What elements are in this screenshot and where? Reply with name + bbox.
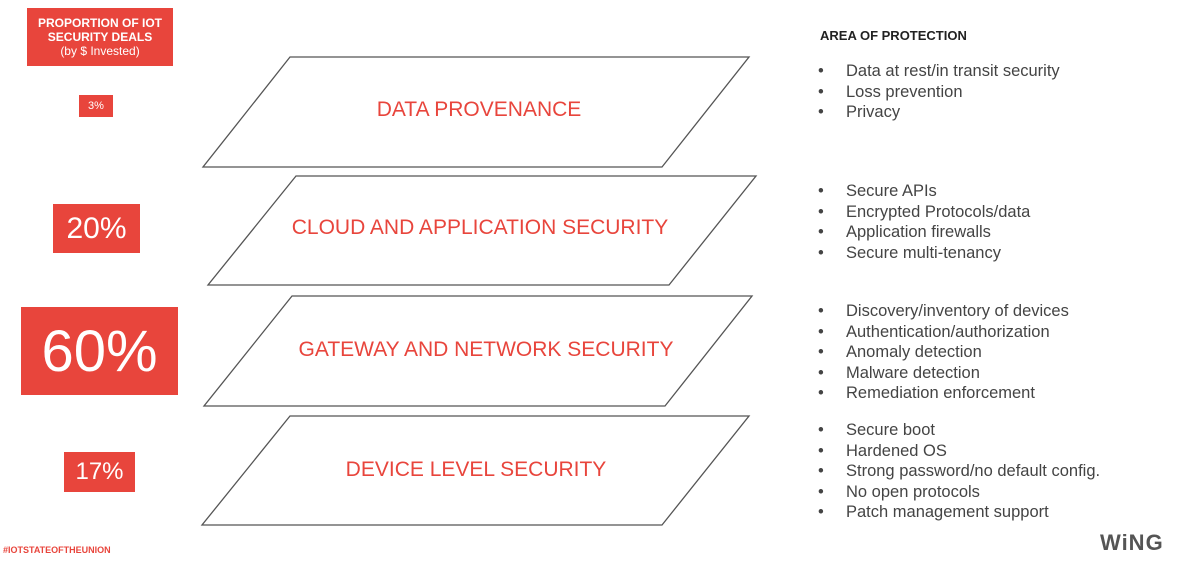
bullet-dot: • xyxy=(818,343,824,361)
protection-bullet-item: • Anomaly detection xyxy=(818,342,1069,363)
bullet-dot: • xyxy=(818,103,824,121)
bullet-list-gateway-network: • Discovery/inventory of devices • Authenti… xyxy=(818,301,1069,404)
layer-label-gateway-network: GATEWAY AND NETWORK SECURITY xyxy=(298,338,674,361)
wing-logo: WiNG xyxy=(1100,530,1164,555)
layer-shape-device-level xyxy=(200,415,751,526)
protection-bullet-item: • Hardened OS xyxy=(818,441,1100,462)
bullet-text: Malware detection xyxy=(846,363,980,382)
layer-label-cloud-application: CLOUD AND APPLICATION SECURITY xyxy=(291,216,669,239)
bullet-text: Privacy xyxy=(846,103,901,121)
protection-bullet-item: • Secure multi-tenancy xyxy=(818,243,1030,264)
bullet-text: Authentication/authorization xyxy=(846,322,1050,341)
bullet-dot: • xyxy=(818,322,824,341)
area-of-protection-heading: AREA OF PROTECTION xyxy=(820,28,967,43)
protection-bullet-item: • Strong password/no default config. xyxy=(818,461,1100,482)
bullet-dot: • xyxy=(818,363,824,382)
header-line-3: (by $ Invested) xyxy=(60,44,140,58)
protection-bullet-item: • Authentication/authorization xyxy=(818,322,1069,343)
bullet-dot: • xyxy=(818,421,824,439)
protection-bullet-item: • Loss prevention xyxy=(818,82,1060,103)
layer-label-device-level: DEVICE LEVEL SECURITY xyxy=(345,458,607,481)
bullet-text: Secure boot xyxy=(846,421,935,439)
bullet-list-cloud-application: • Secure APIs • Encrypted Protocols/data • Ap… xyxy=(818,181,1030,263)
bullet-text: No open protocols xyxy=(846,482,980,501)
header-box: PROPORTION OF IOT SECURITY DEALS (by $ I… xyxy=(27,8,173,66)
bullet-text: Data at rest/in transit security xyxy=(846,62,1060,80)
bullet-dot: • xyxy=(818,202,824,221)
protection-bullet-item: • Data at rest/in transit security xyxy=(818,61,1060,82)
bullet-text: Application firewalls xyxy=(846,223,991,241)
bullet-dot: • xyxy=(818,482,824,501)
bullet-dot: • xyxy=(818,503,824,521)
percent-badge-data-provenance: 3% xyxy=(79,95,113,117)
bullet-text: Encrypted Protocols/data xyxy=(846,202,1031,221)
layer-shape-cloud-application xyxy=(206,175,758,286)
bullet-list-data-provenance: • Data at rest/in transit security • Loss p… xyxy=(818,61,1060,123)
bullet-dot: • xyxy=(818,462,824,480)
layer-label-data-provenance: DATA PROVENANCE xyxy=(376,98,582,121)
bullet-text: Hardened OS xyxy=(846,441,947,460)
bullet-text: Secure multi-tenancy xyxy=(846,243,1001,262)
bullet-dot: • xyxy=(818,182,824,200)
bullet-list-device-level: • Secure boot • Hardened OS • Strong password… xyxy=(818,420,1100,523)
bullet-text: Anomaly detection xyxy=(846,343,982,361)
protection-bullet-item: • Patch management support xyxy=(818,502,1100,523)
protection-bullet-item: • Malware detection xyxy=(818,363,1069,384)
hashtag: #IOTSTATEOFTHEUNION xyxy=(3,545,111,555)
protection-bullet-item: • Discovery/inventory of devices xyxy=(818,301,1069,322)
header-line-2: SECURITY DEALS xyxy=(47,30,153,44)
layer-shape-gateway-network xyxy=(202,295,754,407)
bullet-text: Discovery/inventory of devices xyxy=(846,302,1069,320)
protection-bullet-item: • Encrypted Protocols/data xyxy=(818,202,1030,223)
bullet-text: Secure APIs xyxy=(846,182,937,200)
percent-badge-device-level: 17% xyxy=(64,452,135,492)
percent-badge-cloud-application: 20% xyxy=(53,204,140,253)
protection-bullet-item: • Secure boot xyxy=(818,420,1100,441)
percent-badge-gateway-network: 60% xyxy=(21,307,178,395)
bullet-dot: • xyxy=(818,384,824,402)
layer-shape-data-provenance xyxy=(201,56,751,168)
bullet-dot: • xyxy=(818,82,824,101)
protection-bullet-item: • Application firewalls xyxy=(818,222,1030,243)
bullet-text: Remediation enforcement xyxy=(846,384,1035,402)
bullet-dot: • xyxy=(818,302,824,320)
bullet-dot: • xyxy=(818,243,824,262)
protection-bullet-item: • Remediation enforcement xyxy=(818,383,1069,404)
protection-bullet-item: • Privacy xyxy=(818,102,1060,123)
bullet-text: Loss prevention xyxy=(846,82,963,101)
bullet-dot: • xyxy=(818,441,824,460)
bullet-text: Strong password/no default config. xyxy=(846,462,1101,480)
bullet-text: Patch management support xyxy=(846,503,1049,521)
header-line-1: PROPORTION OF IOT xyxy=(37,16,162,30)
protection-bullet-item: • No open protocols xyxy=(818,482,1100,503)
bullet-dot: • xyxy=(818,62,824,80)
protection-bullet-item: • Secure APIs xyxy=(818,181,1030,202)
bullet-dot: • xyxy=(818,223,824,241)
